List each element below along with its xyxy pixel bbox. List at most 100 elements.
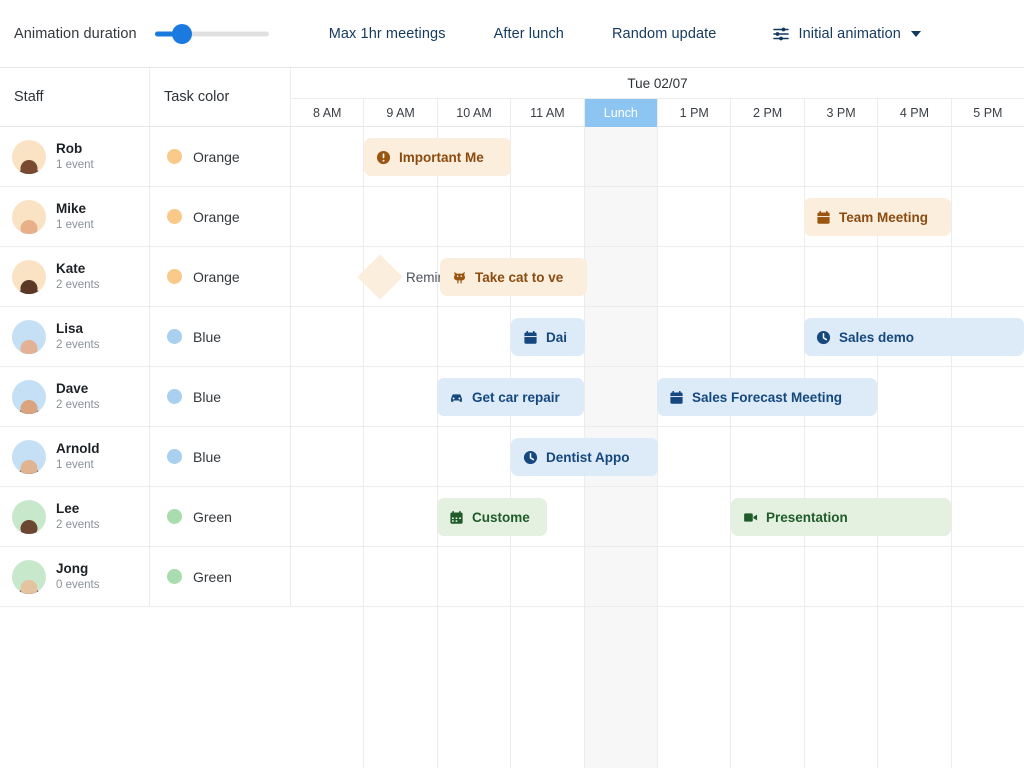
color-dot-icon [167,569,182,584]
event-bar[interactable]: Team Meeting [804,198,951,236]
event-bar[interactable]: Get car repair [437,378,584,416]
event-bar[interactable]: Sales Forecast Meeting [657,378,877,416]
event-title: Dai [546,329,568,345]
initial-animation-dropdown[interactable]: Initial animation [764,19,928,49]
task-color-cell-jong[interactable]: Green [150,547,291,606]
chevron-down-icon [910,30,921,37]
staff-event-count: 1 event [56,218,94,231]
event-bar[interactable]: Custome [437,498,547,536]
staff-event-count: 1 event [56,158,94,171]
diamond-icon [357,254,403,300]
event-bar[interactable]: Sales demo [804,318,1024,356]
animation-duration-slider[interactable] [154,23,269,44]
hour-header-lunch[interactable]: Lunch [584,99,659,127]
event-bar[interactable]: Presentation [731,498,951,536]
hour-header-5-pm[interactable]: 5 PM [973,106,1003,120]
timeline-lane-dave: Get car repair Sales Forecast Meeting [291,367,1024,426]
color-dot-icon [167,509,182,524]
task-color-label: Orange [193,208,240,225]
hour-header-8-am[interactable]: 8 AM [291,99,365,127]
avatar [12,379,46,414]
task-color-label: Green [193,568,232,585]
task-color-cell-lisa[interactable]: Blue [150,307,291,366]
hour-header-10-am[interactable]: 10 AM [438,99,512,127]
avatar [12,319,46,354]
staff-event-count: 2 events [56,338,100,351]
event-title: Get car repair [472,389,560,405]
event-bar[interactable]: Important Me [364,138,511,176]
max-1hr-meetings-button[interactable]: Max 1hr meetings [315,20,460,48]
task-color-label: Orange [193,148,240,165]
event-title: Dentist Appo [546,449,630,465]
sliders-icon [772,25,790,43]
event-title: Presentation [766,509,848,525]
event-title: Take cat to ve [475,269,564,285]
clock-icon [523,450,538,465]
staff-event-count: 0 events [56,578,100,591]
event-bar[interactable]: Dentist Appo [511,438,658,476]
avatar [12,439,46,474]
hour-header-4-pm[interactable]: 4 PM [878,99,952,127]
milestone[interactable]: Remin [357,254,445,300]
task-color-cell-dave[interactable]: Blue [150,367,291,426]
date-header: Tue 02/07 [291,68,1024,99]
event-title: Team Meeting [839,209,929,225]
task-color-cell-kate[interactable]: Orange [150,247,291,306]
event-title: Custome [472,509,530,525]
hour-header-11-am[interactable]: 11 AM [511,99,585,127]
avatar [12,199,46,234]
slider-track[interactable] [154,31,269,36]
alert-circle-icon [376,150,391,165]
event-bar[interactable]: Take cat to ve [440,258,587,296]
task-color-label: Green [193,508,232,525]
staff-event-count: 2 events [56,518,100,531]
slider-thumb[interactable] [171,23,192,44]
task-color-label: Blue [193,448,222,465]
staff-name: Dave [56,381,89,397]
after-lunch-button[interactable]: After lunch [480,20,578,48]
staff-event-count: 2 events [56,398,100,411]
clock-icon [816,330,831,345]
timeline-lane-arnold: Dentist Appo [291,427,1024,486]
hour-header-9-am[interactable]: 9 AM [364,99,438,127]
random-update-button[interactable]: Random update [598,20,731,48]
avatar [12,259,46,294]
task-color-cell-arnold[interactable]: Blue [150,427,291,486]
cat-icon [452,270,467,285]
task-color-column-header: Task color [150,68,291,126]
calendar-icon [523,330,538,345]
color-dot-icon [167,149,182,164]
hour-header-3-pm[interactable]: 3 PM [805,99,879,127]
task-color-cell-lee[interactable]: Green [150,487,291,546]
timeline-lane-mike: Team Meeting [291,187,1024,246]
event-bar[interactable]: Dai [511,318,585,356]
color-dot-icon [167,329,182,344]
calendar-grid-icon [449,510,464,525]
task-color-cell-mike[interactable]: Orange [150,187,291,246]
color-dot-icon [167,449,182,464]
staff-event-count: 1 event [56,458,94,471]
event-title: Important Me [399,149,484,165]
hour-header-2-pm[interactable]: 2 PM [731,99,805,127]
staff-name: Mike [56,201,87,217]
hour-header-1-pm[interactable]: 1 PM [658,99,732,127]
task-color-cell-rob[interactable]: Orange [150,127,291,186]
staff-name: Jong [56,561,89,577]
